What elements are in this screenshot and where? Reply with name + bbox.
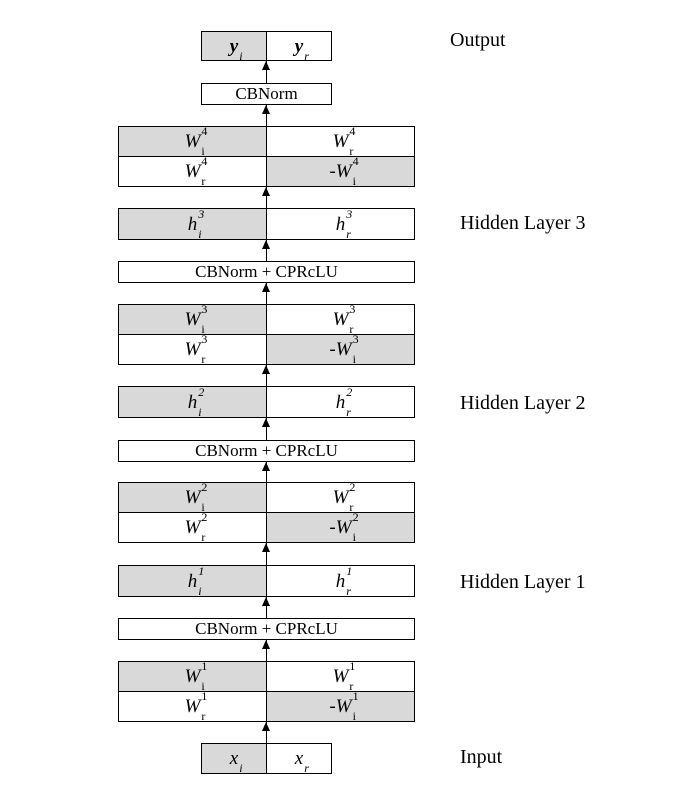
- hidden-layer-3-label: Hidden Layer 3: [460, 212, 586, 234]
- output-label: Output: [450, 29, 506, 51]
- hidden-layer-2-label: Hidden Layer 2: [460, 392, 586, 414]
- arrow-into-w2: [262, 543, 270, 552]
- norm-act-label-2: CBNorm + CPRcLU: [195, 441, 338, 460]
- hidden-layer-1-label: Hidden Layer 1: [460, 571, 586, 593]
- arrow-into-final-norm: [262, 105, 270, 114]
- arrow-into-norm2: [262, 462, 270, 471]
- arrow-into-w3: [262, 365, 270, 374]
- final-norm-block: CBNorm: [201, 83, 332, 105]
- norm-act-label-1: CBNorm + CPRcLU: [195, 619, 338, 638]
- norm-act-block-3: CBNorm + CPRcLU: [118, 261, 415, 283]
- norm-act-block-1: CBNorm + CPRcLU: [118, 618, 415, 640]
- arrow-into-output: [262, 61, 270, 70]
- arrow-into-norm3: [262, 283, 270, 292]
- arrow-into-h1: [262, 597, 270, 606]
- final-norm-label: CBNorm: [235, 84, 298, 103]
- arrow-into-w1: [262, 722, 270, 731]
- arrow-into-norm1: [262, 640, 270, 649]
- norm-act-label-3: CBNorm + CPRcLU: [195, 262, 338, 281]
- input-label: Input: [460, 746, 503, 768]
- arrow-into-h2: [262, 418, 270, 427]
- norm-act-block-2: CBNorm + CPRcLU: [118, 440, 415, 462]
- arrow-into-w4: [262, 187, 270, 196]
- arrow-into-h3: [262, 240, 270, 249]
